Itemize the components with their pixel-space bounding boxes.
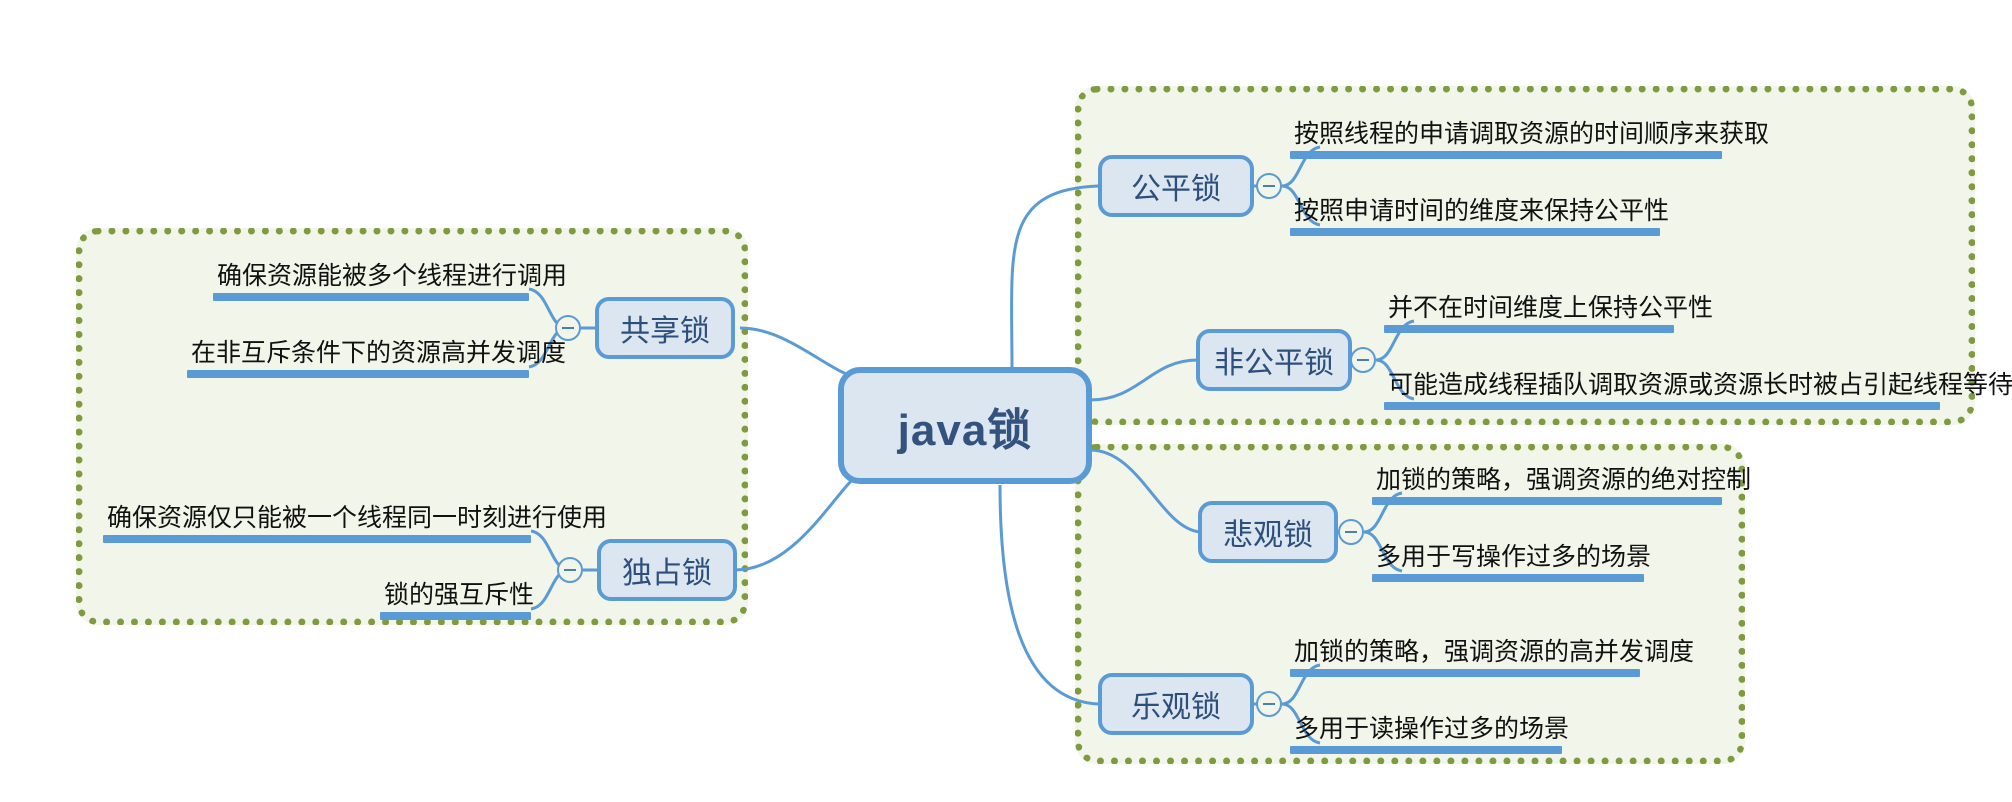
collapse-toggle-pessimistic-lock[interactable] [1338, 519, 1364, 545]
leaf-item[interactable]: 锁的强互斥性 [380, 581, 535, 620]
leaf-item[interactable]: 确保资源能被多个线程进行调用 [213, 262, 568, 301]
leaf-label: 按照申请时间的维度来保持公平性 [1294, 197, 1670, 225]
leaf-label: 在非互斥条件下的资源高并发调度 [191, 339, 567, 367]
leaf-item[interactable]: 可能造成线程插队调取资源或资源长时被占引起线程等待 [1384, 371, 2012, 410]
leaf-label: 加锁的策略，强调资源的绝对控制 [1376, 466, 1752, 494]
leaf-item[interactable]: 并不在时间维度上保持公平性 [1384, 294, 1714, 333]
leaf-underline [187, 369, 529, 378]
leaf-underline [1384, 324, 1674, 333]
leaf-label: 加锁的策略，强调资源的高并发调度 [1294, 638, 1695, 666]
leaf-label: 确保资源仅只能被一个线程同一时刻进行使用 [107, 504, 608, 532]
leaf-underline [1384, 401, 1940, 410]
leaf-underline [380, 611, 531, 620]
branch-node-unfair-lock[interactable]: 非公平锁 [1196, 329, 1352, 391]
leaf-label: 锁的强互斥性 [384, 581, 535, 609]
branch-node-label: 独占锁 [622, 557, 712, 590]
leaf-item[interactable]: 多用于读操作过多的场景 [1290, 715, 1570, 754]
leaf-item[interactable]: 按照申请时间的维度来保持公平性 [1290, 197, 1670, 236]
leaf-underline [1372, 573, 1644, 582]
branch-node-label: 共享锁 [620, 315, 710, 348]
leaf-label: 确保资源能被多个线程进行调用 [217, 262, 568, 290]
collapse-toggle-optimistic-lock[interactable] [1256, 691, 1282, 717]
branch-node-optimistic-lock[interactable]: 乐观锁 [1098, 673, 1254, 735]
leaf-item[interactable]: 多用于写操作过多的场景 [1372, 543, 1652, 582]
collapse-toggle-fair-lock[interactable] [1256, 173, 1282, 199]
branch-node-exclusive-lock[interactable]: 独占锁 [597, 539, 737, 601]
leaf-label: 可能造成线程插队调取资源或资源长时被占引起线程等待 [1388, 371, 2012, 399]
leaf-label: 并不在时间维度上保持公平性 [1388, 294, 1714, 322]
branch-node-label: 公平锁 [1131, 173, 1221, 206]
leaf-item[interactable]: 确保资源仅只能被一个线程同一时刻进行使用 [103, 504, 608, 543]
leaf-label: 多用于写操作过多的场景 [1376, 543, 1652, 571]
leaf-underline [1290, 227, 1660, 236]
leaf-item[interactable]: 按照线程的申请调取资源的时间顺序来获取 [1290, 120, 1770, 159]
branch-node-label: 非公平锁 [1214, 347, 1334, 380]
leaf-label: 按照线程的申请调取资源的时间顺序来获取 [1294, 120, 1770, 148]
collapse-toggle-unfair-lock[interactable] [1350, 347, 1376, 373]
root-node-label: java锁 [897, 405, 1033, 455]
leaf-underline [1372, 496, 1722, 505]
branch-node-pessimistic-lock[interactable]: 悲观锁 [1198, 501, 1338, 563]
leaf-item[interactable]: 在非互斥条件下的资源高并发调度 [187, 339, 567, 378]
leaf-label: 多用于读操作过多的场景 [1294, 715, 1570, 743]
branch-node-label: 乐观锁 [1131, 691, 1221, 724]
root-node-java-lock[interactable]: java锁 [838, 367, 1092, 484]
collapse-toggle-shared-lock[interactable] [555, 315, 581, 341]
branch-node-fair-lock[interactable]: 公平锁 [1098, 155, 1254, 217]
leaf-item[interactable]: 加锁的策略，强调资源的高并发调度 [1290, 638, 1695, 677]
leaf-underline [103, 534, 531, 543]
leaf-underline [213, 292, 529, 301]
leaf-item[interactable]: 加锁的策略，强调资源的绝对控制 [1372, 466, 1752, 505]
branch-node-shared-lock[interactable]: 共享锁 [595, 297, 735, 359]
branch-node-label: 悲观锁 [1223, 519, 1313, 552]
leaf-underline [1290, 668, 1640, 677]
collapse-toggle-exclusive-lock[interactable] [557, 557, 583, 583]
leaf-underline [1290, 745, 1562, 754]
leaf-underline [1290, 150, 1722, 159]
